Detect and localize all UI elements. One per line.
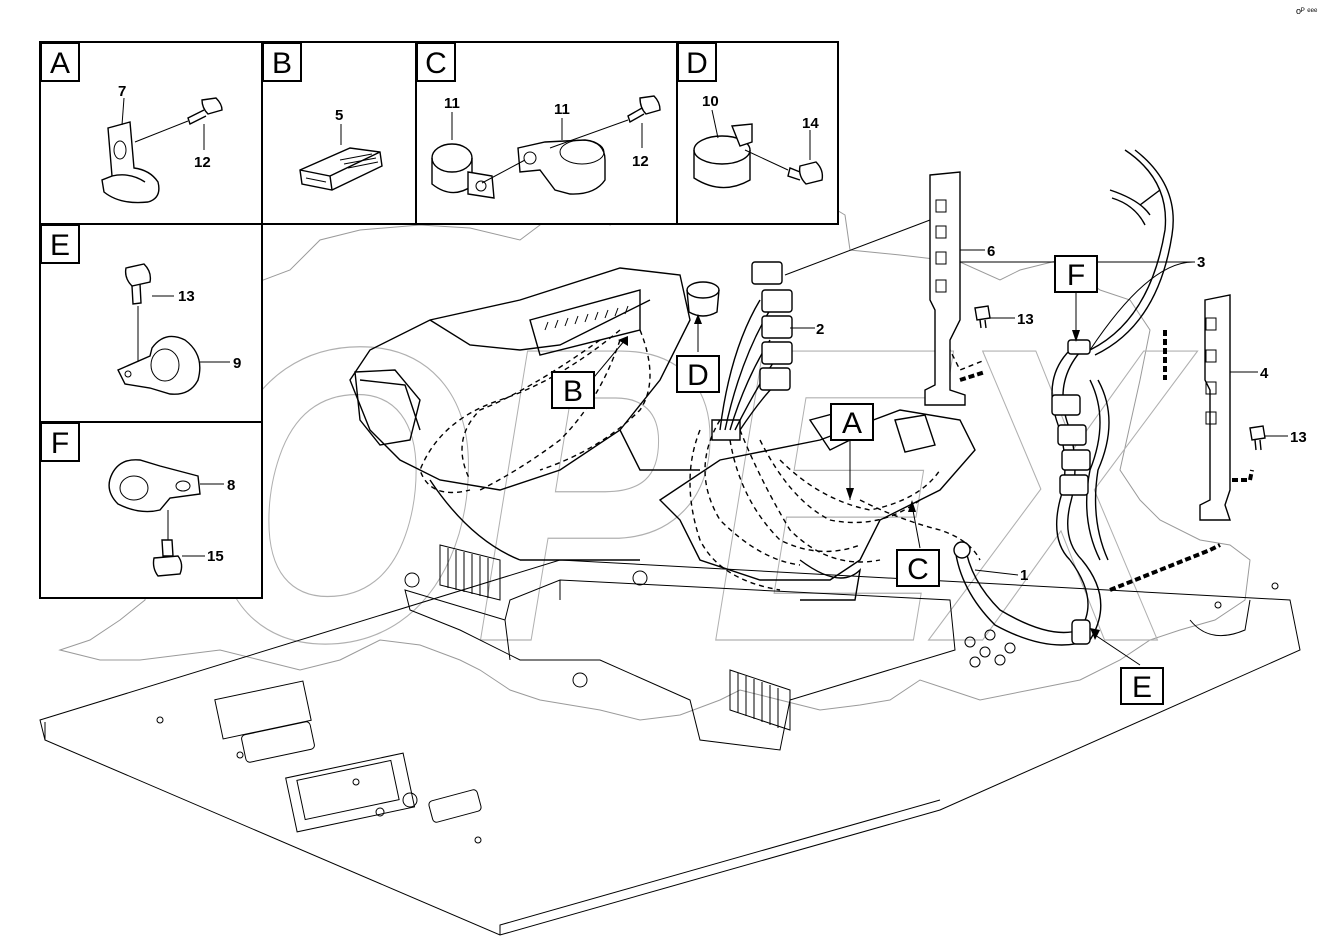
p-clip-7 <box>101 121 160 204</box>
svg-text:7: 7 <box>118 83 126 100</box>
switch-bank <box>544 305 629 331</box>
bolt-13-right <box>1249 425 1266 451</box>
panel-d: D 10 14 <box>677 42 824 189</box>
label-13-right: 13 <box>1290 429 1307 446</box>
svg-text:E: E <box>1132 671 1152 704</box>
svg-text:B: B <box>563 375 583 408</box>
p-connector-5 <box>299 147 383 191</box>
bracket-6 <box>924 171 966 406</box>
svg-text:E: E <box>50 229 70 262</box>
callout-c: C <box>896 549 940 587</box>
svg-text:B: B <box>272 47 292 80</box>
svg-text:D: D <box>687 359 709 392</box>
svg-text:11: 11 <box>554 101 570 118</box>
svg-text:12: 12 <box>194 154 211 171</box>
svg-text:D: D <box>686 47 708 80</box>
svg-text:9: 9 <box>233 355 241 372</box>
label-1: 1 <box>1020 567 1028 584</box>
svg-text:8: 8 <box>227 477 235 494</box>
panel-c: C 11 11 12 <box>416 42 661 199</box>
callout-b: B <box>551 371 595 409</box>
label-2: 2 <box>816 321 824 338</box>
callout-a: A <box>830 403 874 441</box>
p-clamp-11-right <box>517 139 606 195</box>
base-plate <box>39 544 1301 936</box>
svg-text:A: A <box>50 47 70 80</box>
harness-2 <box>711 261 793 441</box>
svg-text:12: 12 <box>632 153 649 170</box>
console-assembly <box>349 267 976 601</box>
panel-f: F 8 15 <box>40 422 235 577</box>
svg-text:13: 13 <box>178 288 195 305</box>
svg-text:5: 5 <box>335 107 343 124</box>
clamp-d-main <box>686 281 720 317</box>
label-13-upper: 13 <box>1017 311 1034 328</box>
svg-text:C: C <box>425 47 447 80</box>
p-bolt-12-a <box>187 97 223 125</box>
callout-d: D <box>676 355 720 393</box>
svg-text:11: 11 <box>444 95 460 112</box>
harness-3 <box>953 149 1174 646</box>
svg-text:OPEX: OPEX <box>200 261 1198 730</box>
p-bolt-15 <box>152 539 183 577</box>
bracket-4 <box>1199 294 1231 521</box>
svg-text:14: 14 <box>802 115 819 132</box>
callout-f: F <box>1054 255 1098 293</box>
leader-lines <box>589 219 1288 666</box>
label-4: 4 <box>1260 365 1269 382</box>
p-bolt-13-e <box>124 263 152 305</box>
svg-text:A: A <box>842 407 862 440</box>
svg-text:10: 10 <box>702 93 719 110</box>
wire-runs-dashed <box>419 329 986 591</box>
p-clip-8 <box>108 459 201 513</box>
p-clamp-10 <box>693 123 753 189</box>
p-clip-9 <box>117 335 201 395</box>
fins-right <box>729 669 791 731</box>
p-bolt-14 <box>787 161 824 185</box>
corner-mark: ᴏᴾ ᵉᵉᵉ <box>1296 6 1318 16</box>
watermark-gear <box>58 189 1251 721</box>
p-clamp-11-left <box>431 143 495 199</box>
label-3: 3 <box>1197 254 1205 271</box>
callout-e: E <box>1120 667 1164 705</box>
svg-text:F: F <box>1067 259 1085 292</box>
p-bolt-12-c <box>627 95 661 124</box>
svg-text:15: 15 <box>207 548 224 565</box>
panel-a: A 7 12 <box>40 42 223 204</box>
svg-text:C: C <box>907 553 929 586</box>
panel-e: E 13 9 <box>40 224 241 395</box>
svg-text:F: F <box>51 427 69 460</box>
fins-left <box>439 544 501 601</box>
label-6: 6 <box>987 243 995 260</box>
panel-b: B 5 <box>262 42 383 191</box>
watermark-text: OPEX <box>199 260 1198 730</box>
valve-block <box>404 570 1016 688</box>
